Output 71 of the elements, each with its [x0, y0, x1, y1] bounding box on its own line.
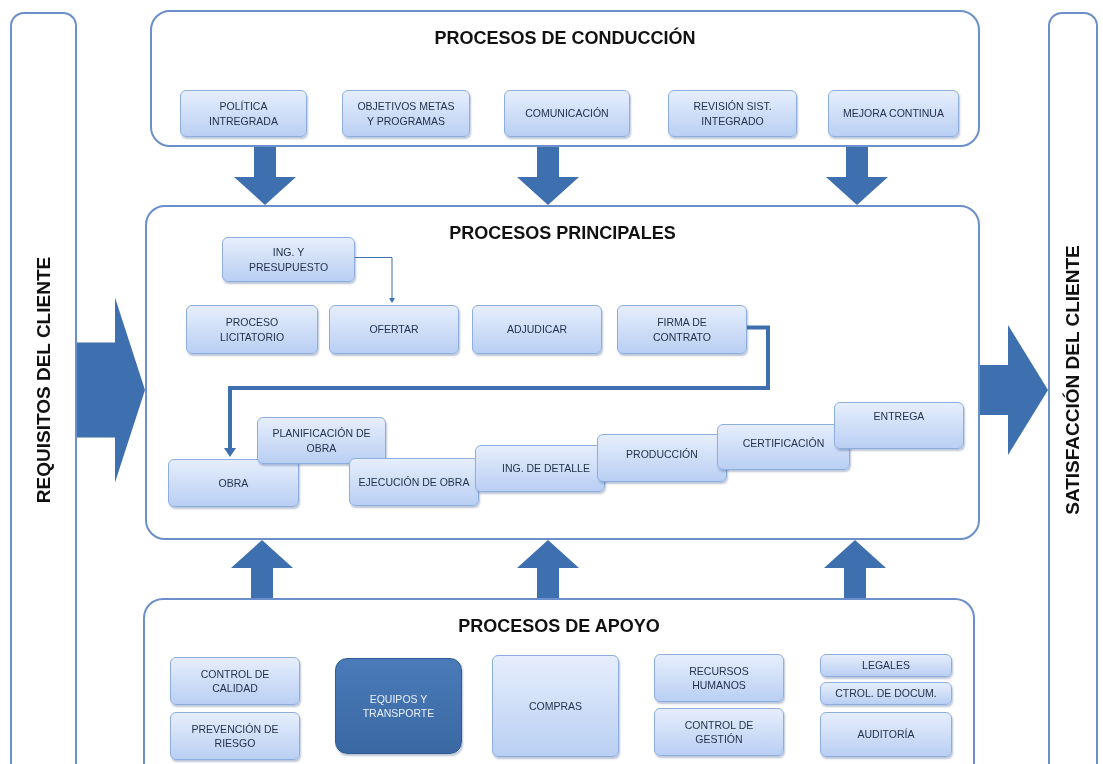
- box-label: ADJUDICAR: [505, 322, 569, 337]
- process-box: [820, 712, 952, 757]
- block-arrow: [77, 297, 145, 483]
- box-label: ING. DE DETALLE: [501, 461, 591, 476]
- connector-arrow: [517, 540, 579, 598]
- box-label: EQUIPOS Y TRANSPORTE: [361, 691, 436, 721]
- box-label: CONTROL DE CALIDAD: [199, 666, 271, 696]
- box-label: PRODUCCIÓN: [625, 446, 699, 462]
- box-label: AUDITORÍA: [856, 727, 916, 742]
- process-box: [597, 434, 727, 482]
- process-group-panel: [150, 10, 980, 147]
- side-band: [1048, 12, 1098, 764]
- box-label: CERTIFICACIÓN: [741, 435, 826, 451]
- side-label: REQUISITOS DEL CLIENTE: [32, 256, 55, 504]
- box-label: PREVENCIÓN DE RIESGO: [190, 721, 280, 751]
- connector-arrow: [824, 540, 886, 598]
- process-group-panel: [143, 598, 975, 764]
- process-box: [828, 90, 959, 137]
- process-box: [475, 445, 605, 492]
- process-box: [834, 402, 964, 449]
- box-label: EJECUCIÓN DE OBRA: [357, 474, 471, 490]
- box-label: ENTREGA: [872, 409, 926, 424]
- process-box: [168, 459, 299, 507]
- process-box: [186, 305, 318, 354]
- side-band: [10, 12, 77, 764]
- connector-arrow: [224, 325, 770, 457]
- group-title: PROCESOS DE CONDUCCIÓN: [434, 28, 696, 49]
- box-label: RECURSOS HUMANOS: [688, 663, 750, 693]
- box-label: FIRMA DE CONTRATO: [652, 315, 712, 344]
- process-box: [257, 417, 386, 464]
- box-label: OBJETIVOS METAS Y PROGRAMAS: [356, 99, 456, 128]
- process-box: [472, 305, 602, 354]
- connector-arrow: [231, 540, 293, 598]
- process-box: [180, 90, 307, 137]
- box-label: PROCESO LICITATORIO: [218, 315, 286, 344]
- process-box: [820, 682, 952, 705]
- connector-arrow: [234, 147, 296, 205]
- process-box: [504, 90, 630, 137]
- process-box: [492, 655, 619, 757]
- group-title: PROCESOS PRINCIPALES: [449, 223, 676, 244]
- box-label: PLANIFICACIÓN DE OBRA: [271, 426, 372, 455]
- process-box: [329, 305, 459, 354]
- process-group-panel: [145, 205, 980, 540]
- block-arrow: [980, 325, 1048, 455]
- process-box: [342, 90, 470, 137]
- process-box: [335, 658, 462, 754]
- process-box: [617, 305, 747, 354]
- box-label: MEJORA CONTINUA: [842, 106, 945, 121]
- box-label: COMPRAS: [527, 698, 584, 714]
- connector-arrow: [517, 147, 579, 205]
- box-label: ING. Y PRESUPUESTO: [247, 245, 330, 274]
- box-label: CTROL. DE DOCUM.: [834, 686, 938, 701]
- connector-arrow: [826, 147, 888, 205]
- process-box: [820, 654, 952, 677]
- process-box: [170, 657, 300, 705]
- box-label: CONTROL DE GESTIÓN: [683, 717, 755, 747]
- process-box: [717, 424, 850, 470]
- process-box: [349, 458, 479, 506]
- process-box: [222, 237, 355, 282]
- box-label: POLÍTICA INTREGRADA: [208, 99, 279, 128]
- group-title: PROCESOS DE APOYO: [458, 616, 660, 637]
- side-label: SATISFACCIÓN DEL CLIENTE: [1062, 245, 1084, 515]
- box-label: LEGALES: [861, 658, 911, 673]
- process-box: [654, 654, 784, 702]
- box-label: REVISIÓN SIST. INTEGRADO: [692, 99, 773, 128]
- box-label: OBRA: [217, 475, 250, 491]
- box-label: COMUNICACIÓN: [524, 106, 610, 121]
- process-box: [668, 90, 797, 137]
- process-box: [170, 712, 300, 760]
- box-label: OFERTAR: [368, 322, 420, 337]
- process-box: [654, 708, 784, 756]
